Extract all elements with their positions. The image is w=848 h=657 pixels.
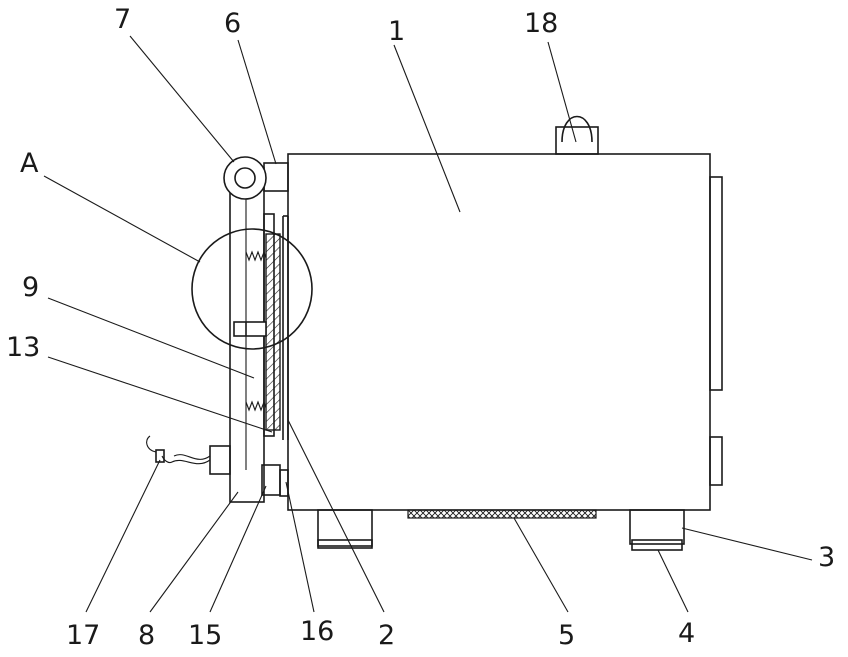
- leader-8: [150, 492, 238, 612]
- label-18: 18: [524, 8, 558, 39]
- label-7: 7: [114, 4, 131, 35]
- hinge-wheel-outer: [224, 157, 266, 199]
- leader-7: [130, 36, 234, 162]
- label-15: 15: [188, 620, 222, 651]
- plug-box: [210, 446, 230, 474]
- cable: [162, 456, 210, 464]
- label-6: 6: [224, 8, 241, 39]
- cable-b: [174, 455, 210, 460]
- bottom-plate: [408, 510, 596, 518]
- label-a: A: [20, 148, 39, 179]
- label-13: 13: [6, 332, 40, 363]
- leader-3: [682, 528, 812, 560]
- label-5: 5: [558, 620, 575, 651]
- leader-2: [288, 420, 384, 612]
- right-foot-pad: [632, 540, 682, 550]
- leader-15: [210, 486, 266, 612]
- label-8: 8: [138, 620, 155, 651]
- leader-1: [394, 45, 460, 212]
- label-1: 1: [388, 16, 405, 47]
- right-foot: [630, 510, 684, 544]
- latch-pin: [234, 322, 266, 336]
- leader-17: [86, 460, 160, 612]
- connector-16: [280, 470, 288, 496]
- hinge-bracket: [264, 163, 288, 191]
- leader-5: [514, 518, 568, 612]
- plug-hook: [147, 436, 156, 452]
- leader-6: [238, 40, 276, 164]
- leader-13: [48, 357, 272, 432]
- leader-4: [658, 550, 688, 612]
- main-body: [288, 154, 710, 510]
- top-handle-loop: [562, 117, 592, 143]
- label-2: 2: [378, 620, 395, 651]
- label-16: 16: [300, 616, 334, 647]
- label-3: 3: [818, 542, 835, 573]
- label-17: 17: [66, 620, 100, 651]
- leader-16: [286, 482, 314, 612]
- right-door-strip-upper: [710, 177, 722, 390]
- right-door-strip-lower: [710, 437, 722, 485]
- leader-9: [48, 298, 254, 378]
- upper-spring: [246, 252, 266, 260]
- label-4: 4: [678, 618, 695, 649]
- lower-spring: [246, 402, 266, 410]
- hatched-plate: [266, 234, 280, 430]
- leader-a: [44, 176, 200, 262]
- label-9: 9: [22, 272, 39, 303]
